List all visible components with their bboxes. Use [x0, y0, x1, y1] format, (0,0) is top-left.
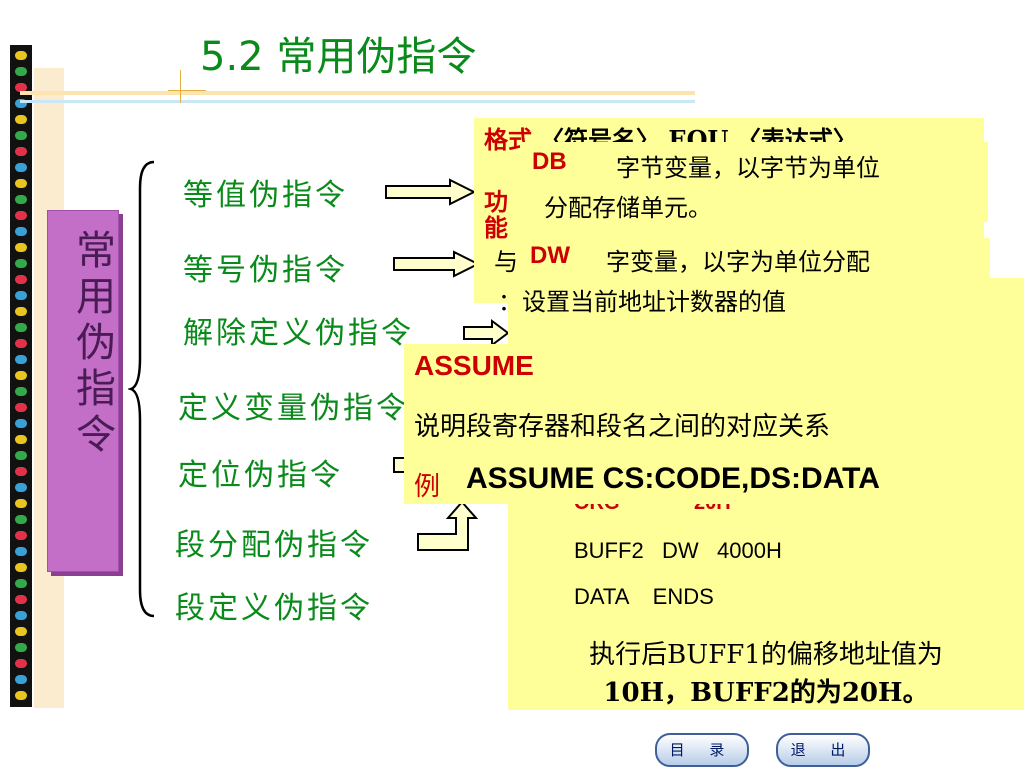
db-description-2: 分配存储单元。: [544, 194, 712, 222]
decorative-bead: [15, 211, 27, 220]
decorative-bead: [15, 643, 27, 652]
decorative-bead: [15, 499, 27, 508]
org-code-line: BUFF2 DW 4000H: [574, 538, 782, 563]
side-label: 常用伪指令: [69, 229, 115, 459]
decorative-bead: [15, 243, 27, 252]
decorative-line: [20, 91, 695, 95]
decorative-bead: [15, 51, 27, 60]
assume-description: 说明段寄存器和段名之间的对应关系: [414, 412, 831, 442]
decorative-bead: [15, 595, 27, 604]
decorative-bead: [15, 563, 27, 572]
exit-button[interactable]: 退 出: [776, 733, 870, 767]
decorative-bead: [15, 227, 27, 236]
arrow-right-icon: [463, 319, 510, 347]
decorative-bead: [15, 339, 27, 348]
assume-panel: ASSUME 说明段寄存器和段名之间的对应关系 例 ASSUME CS:CODE…: [404, 344, 964, 504]
category-assume[interactable]: 段分配伪指令: [175, 528, 373, 563]
decorative-bead: [15, 371, 27, 380]
decorative-bead-strip: [10, 45, 32, 707]
category-purge[interactable]: 解除定义伪指令: [183, 316, 414, 351]
decorative-bead: [15, 531, 27, 540]
dw-description: 字变量，以字为单位分配: [606, 248, 870, 276]
decorative-bead: [15, 483, 27, 492]
decorative-bead: [15, 547, 27, 556]
dw-keyword: DW: [530, 242, 570, 269]
decorative-bead: [15, 307, 27, 316]
decorative-crosshair: [168, 90, 206, 91]
decorative-bead: [15, 179, 27, 188]
decorative-bead: [15, 163, 27, 172]
decorative-bead: [15, 99, 27, 108]
category-data-def[interactable]: 定义变量伪指令: [178, 391, 409, 426]
category-equal-sign[interactable]: 等号伪指令: [183, 253, 348, 288]
category-equ[interactable]: 等值伪指令: [183, 178, 348, 213]
arrow-right-icon: [393, 250, 481, 278]
equ-remark-prefix: 与: [494, 248, 518, 276]
decorative-bead: [15, 83, 27, 92]
decorative-bead: [15, 275, 27, 284]
equ-function-label-2: 能: [484, 213, 508, 242]
decorative-bead: [15, 675, 27, 684]
toc-button[interactable]: 目 录: [655, 733, 749, 767]
decorative-bead: [15, 387, 27, 396]
org-result-line: 10H，BUFF2的为20H。: [603, 678, 929, 708]
decorative-bead: [15, 627, 27, 636]
decorative-bead: [15, 659, 27, 668]
slide-title: 5.2 常用伪指令: [200, 34, 477, 80]
decorative-bead: [15, 419, 27, 428]
db-description: 字节变量，以字节为单位: [616, 154, 880, 182]
decorative-bead: [15, 67, 27, 76]
decorative-bead: [15, 323, 27, 332]
db-keyword: DB: [532, 148, 567, 175]
side-label-box: 常用伪指令: [47, 210, 119, 572]
org-code-line: DATA ENDS: [574, 584, 714, 609]
decorative-bead: [15, 691, 27, 700]
decorative-bead: [15, 451, 27, 460]
bent-arrow-icon: [417, 500, 478, 551]
decorative-bead: [15, 115, 27, 124]
category-org[interactable]: 定位伪指令: [178, 458, 343, 493]
org-result-line: 执行后BUFF1的偏移地址值为: [589, 640, 943, 670]
assume-example-code: ASSUME CS:CODE,DS:DATA: [466, 462, 880, 495]
decorative-bead: [15, 467, 27, 476]
equ-function-label: 功: [484, 187, 508, 216]
dw-panel: DW 字变量，以字为单位分配: [522, 238, 990, 278]
assume-keyword: ASSUME: [414, 350, 534, 381]
assume-example-label: 例: [414, 472, 441, 502]
decorative-bead: [15, 403, 27, 412]
decorative-bead: [15, 259, 27, 268]
arrow-right-icon: [385, 178, 477, 206]
decorative-bead: [15, 435, 27, 444]
decorative-line: [20, 100, 695, 103]
decorative-bead: [15, 291, 27, 300]
decorative-bead: [15, 579, 27, 588]
org-function-text: 设置当前地址计数器的值: [522, 288, 786, 316]
decorative-bead: [15, 195, 27, 204]
org-colon: ：: [498, 288, 522, 316]
decorative-bead: [15, 147, 27, 156]
category-segment[interactable]: 段定义伪指令: [175, 591, 373, 626]
decorative-bead: [15, 611, 27, 620]
decorative-bead: [15, 515, 27, 524]
db-panel: DB 字节变量，以字节为单位 分配存储单元。: [520, 142, 988, 222]
brace-icon: [128, 160, 155, 618]
decorative-bead: [15, 355, 27, 364]
decorative-crosshair: [180, 70, 181, 103]
decorative-bead: [15, 131, 27, 140]
